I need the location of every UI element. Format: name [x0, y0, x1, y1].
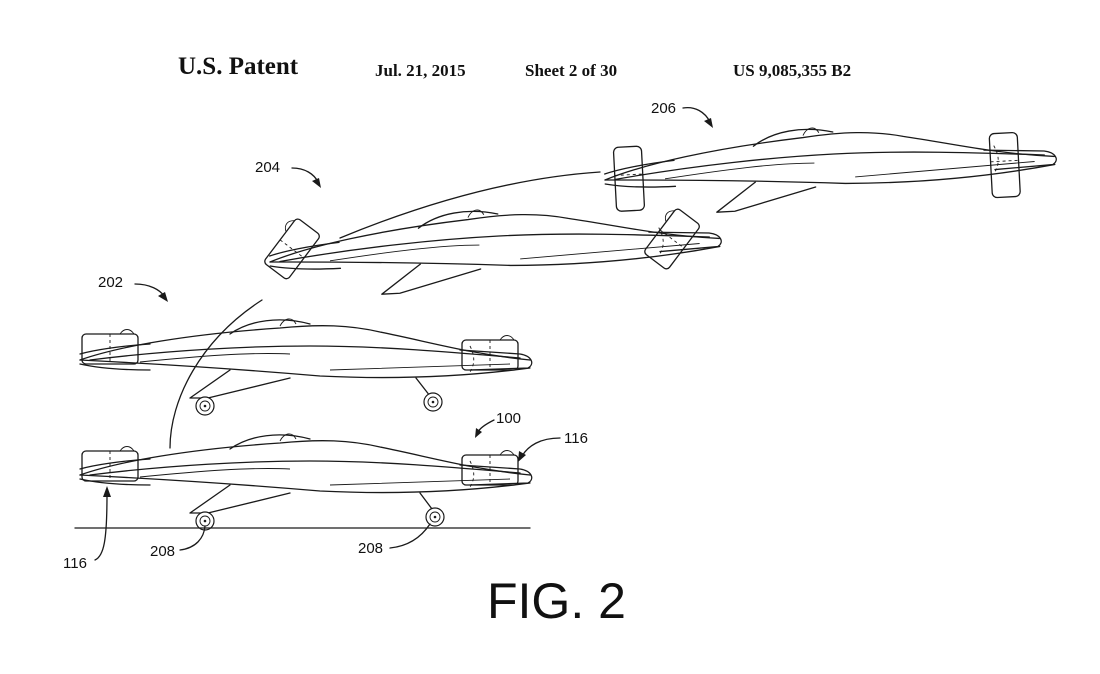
aircraft-204-transition — [258, 196, 724, 301]
flight-path-arc-lower — [169, 299, 263, 449]
leader-100 — [475, 419, 495, 438]
leader-116-right — [518, 437, 561, 462]
leader-202 — [134, 283, 168, 302]
ref-116-left: 116 — [63, 555, 87, 572]
flight-path-arc-upper — [339, 171, 601, 239]
ref-206: 206 — [651, 100, 676, 117]
leader-208-right — [389, 523, 431, 549]
patent-header-number: US 9,085,355 B2 — [733, 61, 852, 80]
ref-202: 202 — [98, 274, 123, 291]
ref-204: 204 — [255, 159, 280, 176]
ref-116-right: 116 — [564, 430, 588, 447]
aircraft-206-cruise — [602, 114, 1059, 219]
aircraft-202-liftoff — [79, 318, 533, 416]
ref-208-left: 208 — [150, 543, 175, 560]
patent-header-title: U.S. Patent — [178, 53, 299, 80]
leader-206 — [682, 106, 713, 128]
aircraft-100-grounded — [79, 433, 533, 531]
leader-116-left — [94, 486, 111, 561]
ref-100: 100 — [496, 410, 521, 427]
figure-label: FIG. 2 — [487, 573, 626, 629]
patent-header-date: Jul. 21, 2015 — [375, 61, 466, 80]
leader-204 — [291, 167, 321, 188]
ref-208-right: 208 — [358, 540, 383, 557]
leader-208-left — [179, 525, 206, 551]
patent-header-sheet: Sheet 2 of 30 — [525, 61, 618, 80]
